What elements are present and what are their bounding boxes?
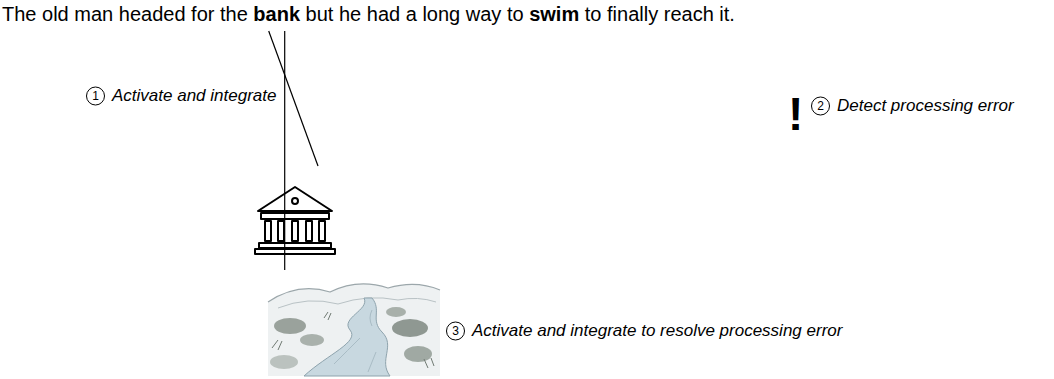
river-shrub <box>404 346 432 362</box>
word: it. <box>719 3 735 25</box>
word: finally <box>607 3 658 25</box>
callout-number: 2 <box>811 97 830 116</box>
word: way <box>466 3 502 25</box>
word: but <box>306 3 334 25</box>
river-shrub <box>392 319 428 337</box>
step-label: Activate and integrate <box>112 86 276 106</box>
river-hills <box>268 284 440 302</box>
word: old <box>42 3 69 25</box>
key-word: bank <box>253 3 300 25</box>
bank-column <box>265 221 271 241</box>
callout-number: 1 <box>86 87 105 106</box>
bank-column <box>306 221 312 241</box>
river-hills <box>278 298 436 308</box>
bank-roof <box>258 187 332 211</box>
step-label: Detect processing error <box>837 96 1014 116</box>
bank-entablature <box>261 213 329 219</box>
leader-line <box>284 31 285 270</box>
callout-number: 3 <box>446 322 465 341</box>
bank-icon <box>255 187 335 254</box>
sentence: The old man headed for the bank but he h… <box>2 3 735 26</box>
word: The <box>2 3 36 25</box>
bank-column <box>278 221 284 241</box>
word: a <box>406 3 417 25</box>
word: reach <box>664 3 714 25</box>
word: long <box>422 3 460 25</box>
word: man <box>74 3 113 25</box>
bank-column <box>292 221 298 241</box>
error-mark: ! <box>788 91 803 137</box>
bank-roof-dot <box>292 198 298 204</box>
river-shrub <box>274 318 306 334</box>
river-shrub <box>386 307 406 317</box>
word: he <box>339 3 361 25</box>
river-shrub <box>270 355 298 369</box>
word: to <box>585 3 602 25</box>
bank-step <box>259 243 331 248</box>
key-word: swim <box>529 3 579 25</box>
step-label: Activate and integrate to resolve proces… <box>472 321 842 341</box>
word: to <box>507 3 524 25</box>
bank-column <box>319 221 325 241</box>
word: for <box>191 3 214 25</box>
word: headed <box>119 3 186 25</box>
river-ripples <box>334 310 376 372</box>
river-illustration <box>268 284 440 376</box>
word: the <box>220 3 248 25</box>
river-ground <box>268 284 440 376</box>
river-shrub <box>300 334 324 346</box>
word: had <box>367 3 400 25</box>
bank-step <box>255 249 335 254</box>
river-grass <box>272 312 434 368</box>
